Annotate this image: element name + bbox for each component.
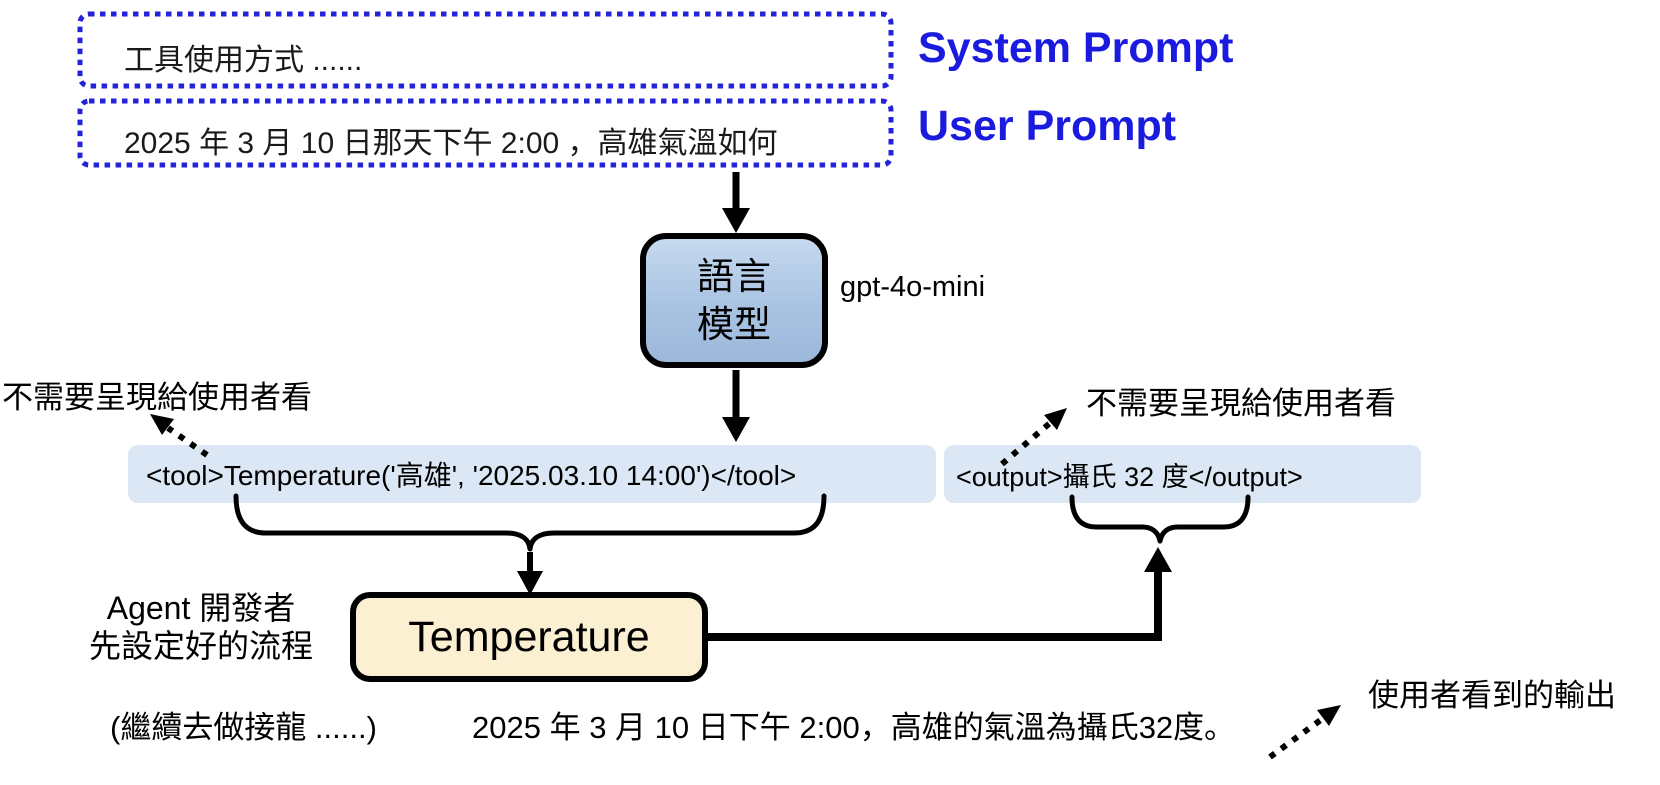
continuation-note: (繼續去做接龍 ......) (110, 710, 377, 745)
tool-call-text: <tool>Temperature('高雄', '2025.03.10 14:0… (146, 460, 797, 491)
hidden-from-user-annotation-right: 不需要呈現給使用者看 (1086, 386, 1396, 421)
dotted-arrow-user-output-head (1317, 705, 1341, 726)
tool-output-text: <output>攝氏 32 度</output> (956, 461, 1303, 492)
user-prompt-box-text: 2025 年 3 月 10 日那天下午 2:00 ，高雄氣溫如何 (124, 127, 778, 160)
dotted-arrow-hidden-right-head (1044, 408, 1067, 430)
final-answer-text: 2025 年 3 月 10 日下午 2:00，高雄的氣溫為攝氏32度。 (472, 710, 1236, 745)
user-prompt-label: User Prompt (918, 102, 1177, 150)
hidden-from-user-annotation-left: 不需要呈現給使用者看 (2, 380, 312, 415)
arrow-temperature-to-output-shaft (708, 566, 1162, 641)
agent-developer-flow-label: Agent 開發者 先設定好的流程 (70, 589, 332, 665)
agent-developer-flow-line1: Agent 開發者 (106, 590, 296, 626)
brace-under-output (1069, 494, 1251, 544)
system-prompt-box-text: 工具使用方式 ...... (124, 44, 363, 77)
user-visible-output-annotation: 使用者看到的輸出 (1368, 678, 1616, 713)
dotted-arrow-hidden-left-head (150, 414, 174, 435)
tool-output-message-bar: <output>攝氏 32 度</output> (944, 445, 1421, 503)
temperature-tool-node: Temperature (350, 592, 708, 682)
dotted-arrow-user-output-shaft (1268, 716, 1324, 760)
language-model-name-line1: 語言 (697, 256, 771, 298)
temperature-tool-name: Temperature (408, 612, 650, 661)
tool-call-message-bar: <tool>Temperature('高雄', '2025.03.10 14:0… (128, 445, 936, 503)
system-prompt-label: System Prompt (918, 24, 1234, 72)
model-version-label: gpt-4o-mini (840, 271, 986, 303)
brace-under-tool-call (233, 493, 827, 552)
language-model-node: 語言 模型 (640, 233, 828, 368)
arrow-prompt-to-llm-head (722, 208, 750, 233)
language-model-name-line2: 模型 (697, 303, 771, 345)
arrow-temperature-to-output-head (1144, 547, 1172, 572)
agent-developer-flow-line2: 先設定好的流程 (88, 628, 313, 664)
arrow-llm-to-toolcall-head (722, 417, 750, 442)
